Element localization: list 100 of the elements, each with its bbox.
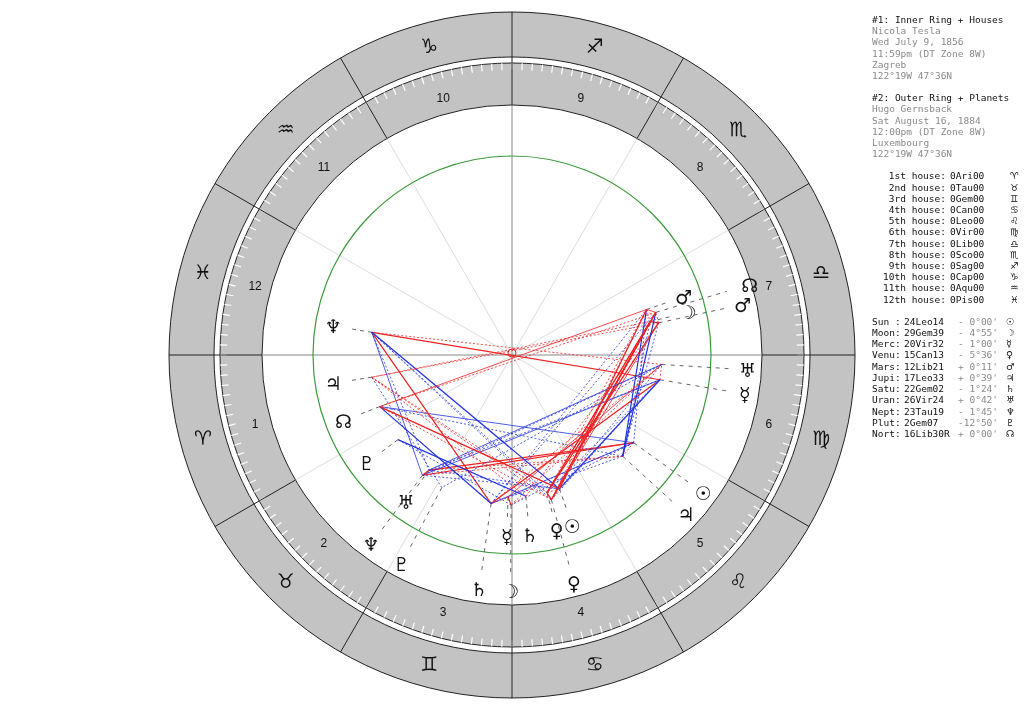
planet-symbol: ♀ — [566, 573, 581, 593]
planet-position: 17Leo33 — [904, 371, 945, 384]
planet-latitude: + 0°39' — [958, 371, 999, 384]
planet-symbol: ☽ — [502, 581, 520, 601]
planet-symbol: ♇ — [1006, 416, 1015, 428]
chart-detail: Luxembourg — [872, 137, 930, 149]
chart-detail: Wed July 9, 1856 — [872, 36, 964, 48]
house-number: 4 — [577, 605, 585, 618]
house-position: 0Can00 — [950, 204, 985, 216]
house-label: 4th house: — [888, 204, 946, 216]
planet-symbol: ☉ — [1006, 315, 1015, 328]
house-label: 2nd house: — [888, 181, 946, 193]
chart-detail: Nicola Tesla — [872, 25, 941, 37]
zodiac-sign-symbol: ♈ — [193, 427, 212, 448]
house-position: 0Ari00 — [950, 170, 985, 182]
planet-position: 24Leo14 — [904, 315, 945, 328]
zodiac-sign-symbol: ♎ — [812, 262, 831, 283]
planet-symbol: ♅ — [1006, 394, 1015, 406]
planet-position: 15Can13 — [904, 349, 945, 361]
zodiac-sign-symbol: ♓ — [193, 262, 212, 283]
planet-latitude: - 1°00' — [958, 338, 999, 350]
zodiac-sign-symbol: ♋ — [585, 654, 604, 675]
house-label: 7th house: — [888, 237, 946, 249]
planet-symbol: ♃ — [677, 504, 695, 524]
planet-symbol: ☉ — [694, 483, 712, 503]
planet-symbol: ☉ — [563, 516, 581, 536]
house-label: 6th house: — [888, 226, 946, 238]
house-position: 0Pis00 — [950, 293, 985, 305]
planet-symbol: ♆ — [1006, 405, 1015, 417]
house-position: 0Gem00 — [950, 192, 985, 205]
house-number: 1 — [251, 417, 259, 430]
house-label: 10th house: — [883, 271, 946, 283]
zodiac-sign-symbol: ♎ — [1010, 237, 1019, 249]
chart-detail: 12:00pm (DT Zone 8W) — [872, 125, 987, 138]
zodiac-sign-symbol: ♊ — [420, 654, 439, 675]
chart-heading: #2: Outer Ring + Planets — [872, 92, 1010, 104]
planet-symbol: ♄ — [1006, 383, 1015, 395]
house-number: 5 — [696, 537, 704, 550]
planet-name: Uran: — [872, 394, 901, 406]
zodiac-sign-symbol: ♍ — [812, 427, 831, 448]
chart-detail: 122°19W 47°36N — [872, 70, 953, 82]
planet-latitude: + 0°11' — [958, 360, 999, 372]
zodiac-sign-symbol: ♏ — [729, 118, 748, 139]
planet-name: Plut: — [872, 416, 901, 428]
planet-symbol: ♂ — [734, 295, 752, 314]
planet-symbol: ☽ — [679, 302, 697, 322]
planet-symbol: ☿ — [501, 526, 513, 546]
zodiac-sign-symbol: ♋ — [1010, 204, 1019, 216]
planet-position: 2Gem07 — [904, 416, 939, 428]
house-number: 12 — [248, 280, 262, 293]
zodiac-sign-symbol: ♒ — [1010, 282, 1019, 294]
chart-detail: Zagreb — [872, 58, 907, 70]
planet-symbol: ♅ — [397, 492, 415, 512]
house-position: 0Aqu00 — [950, 282, 985, 294]
planet-position: 16Lib30R — [904, 427, 950, 440]
zodiac-sign-symbol: ♍ — [1010, 226, 1019, 238]
planet-symbol: ☿ — [1006, 338, 1012, 350]
planet-symbol: ♄ — [470, 579, 488, 599]
planet-symbol: ♆ — [324, 316, 342, 336]
house-position: 0Vir00 — [950, 226, 985, 238]
planet-symbol: ☊ — [334, 411, 352, 431]
zodiac-sign-symbol: ♉ — [276, 571, 295, 592]
zodiac-sign-symbol: ♏ — [1010, 248, 1019, 261]
planet-symbol: ♃ — [324, 373, 342, 393]
house-number: 8 — [696, 160, 704, 173]
chart-heading: #1: Inner Ring + Houses — [872, 14, 1004, 26]
planet-position: 23Tau19 — [904, 405, 945, 417]
house-label: 5th house: — [888, 215, 946, 227]
planet-symbol: ☿ — [738, 384, 751, 404]
zodiac-sign-symbol: ♑ — [1010, 271, 1019, 283]
planet-latitude: + 0°00' — [958, 427, 999, 440]
house-label: 3rd house: — [888, 192, 946, 205]
planet-latitude: - 0°00' — [958, 315, 999, 328]
house-position: 0Lib00 — [950, 237, 985, 249]
planet-symbol: ☊ — [1006, 427, 1015, 440]
chart-detail: 11:59pm (DT Zone 8W) — [872, 47, 987, 59]
planet-latitude: -12°50' — [958, 416, 999, 428]
house-number: 10 — [436, 92, 450, 105]
zodiac-sign-symbol: ♒ — [276, 118, 295, 139]
zodiac-sign-symbol: ♑ — [420, 35, 439, 56]
house-label: 12th house: — [883, 293, 946, 305]
zodiac-sign-symbol: ♓ — [1010, 293, 1019, 305]
planet-name: Satu: — [872, 383, 901, 395]
planet-name: Jupi: — [872, 371, 901, 384]
planet-latitude: + 0°42' — [958, 394, 999, 406]
planet-symbol: ☽ — [1006, 327, 1015, 339]
planet-name: Nort: — [872, 427, 901, 440]
planet-name: Mars: — [872, 360, 901, 372]
house-label: 8th house: — [888, 248, 946, 261]
planet-latitude: - 1°24' — [958, 383, 999, 395]
planet-latitude: - 1°45' — [958, 405, 999, 417]
planet-symbol: ♅ — [739, 360, 757, 380]
planet-name: Venu: — [872, 349, 901, 361]
planet-symbol: ♇ — [393, 554, 411, 574]
planet-symbol: ♀ — [1006, 349, 1013, 361]
planet-symbol: ♃ — [1006, 371, 1015, 384]
planet-position: 12Lib21 — [904, 360, 945, 372]
house-position: 0Leo00 — [950, 215, 985, 227]
planet-name: Merc: — [872, 338, 901, 350]
house-position: 0Cap00 — [950, 271, 985, 283]
